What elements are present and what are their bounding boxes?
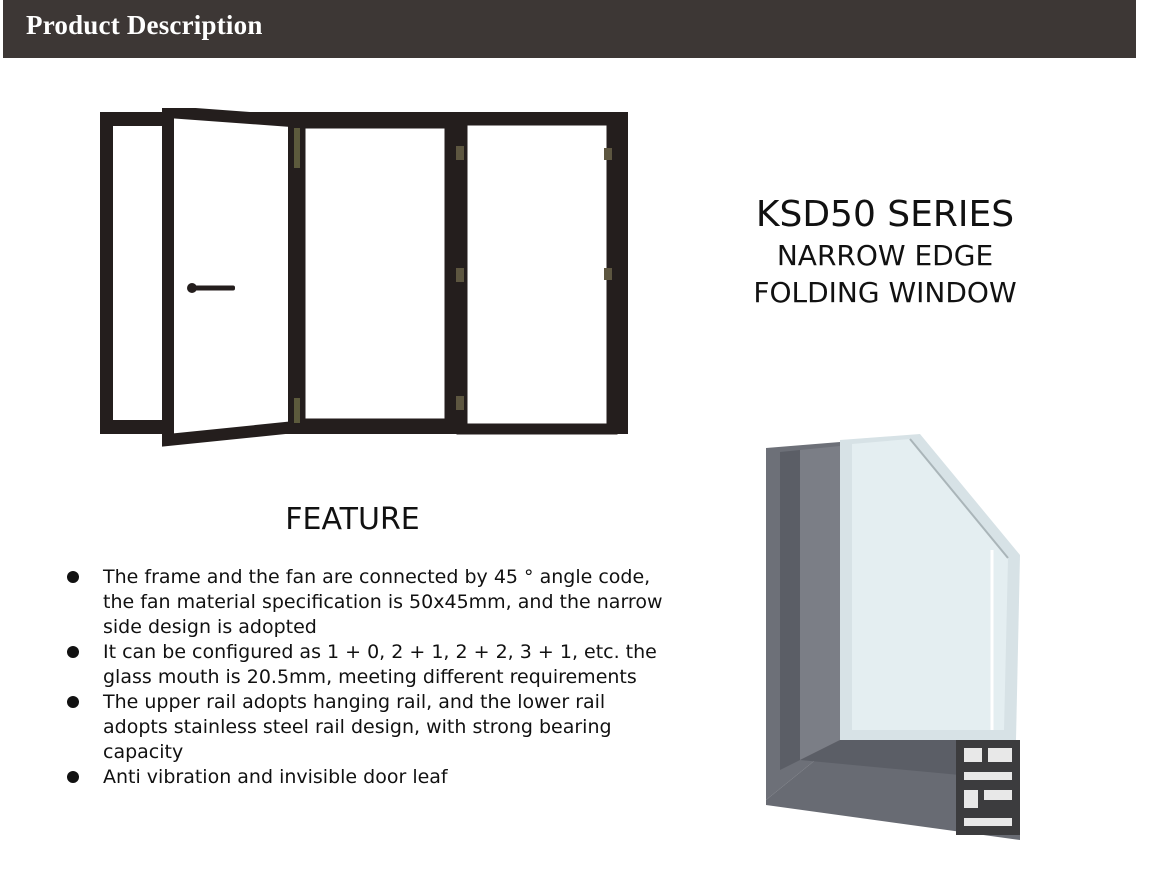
series-subtitle-line1: NARROW EDGE [776, 239, 994, 272]
bullet-icon [67, 696, 79, 708]
feature-item-text: The frame and the fan are connected by 4… [103, 566, 663, 638]
feature-heading: FEATURE [285, 502, 420, 537]
bullet-icon [67, 771, 79, 783]
header-bar: Product Description [3, 0, 1136, 58]
feature-item-text: The upper rail adopts hanging rail, and … [103, 691, 612, 763]
aluminum-profile-illustration [766, 434, 1020, 840]
header-title: Product Description [26, 10, 263, 40]
feature-item: It can be configured as 1 + 0, 2 + 1, 2 … [66, 640, 666, 690]
bullet-icon [67, 571, 79, 583]
feature-item: Anti vibration and invisible door leaf [66, 765, 666, 790]
feature-item-text: Anti vibration and invisible door leaf [103, 766, 448, 788]
bullet-icon [67, 646, 79, 658]
series-title: KSD50 SERIES [755, 194, 1015, 235]
feature-item: The frame and the fan are connected by 4… [66, 565, 666, 640]
folding-window-illustration [100, 108, 628, 447]
feature-item-text: It can be configured as 1 + 0, 2 + 1, 2 … [103, 641, 657, 688]
feature-item: The upper rail adopts hanging rail, and … [66, 690, 666, 765]
feature-list: The frame and the fan are connected by 4… [66, 565, 666, 790]
series-subtitle-line2: FOLDING WINDOW [753, 276, 1017, 309]
series-title-block: KSD50 SERIES NARROW EDGE FOLDING WINDOW [700, 193, 1070, 311]
